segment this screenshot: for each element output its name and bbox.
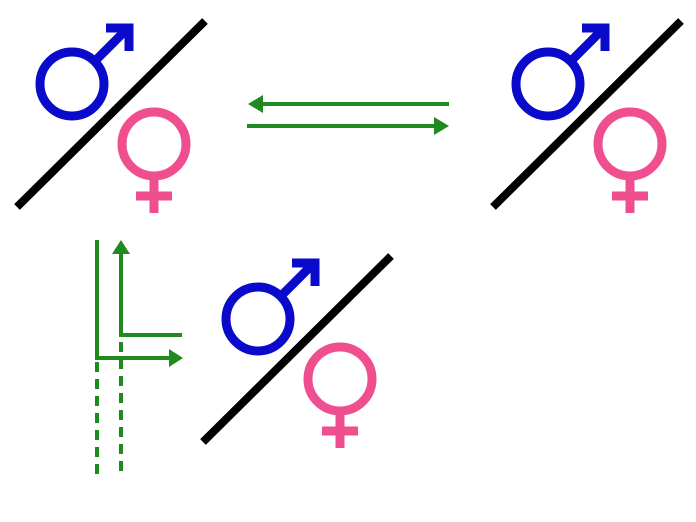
symbol-pair-bottom: [203, 256, 391, 448]
arrow-right-head: [434, 117, 449, 135]
branching-arrows-icon: [95, 240, 183, 474]
inner-branch-head: [112, 240, 130, 254]
arrow-left-head: [248, 95, 263, 113]
symbol-pair-top-left: [17, 21, 205, 213]
symbol-pair-top-right: [493, 21, 681, 213]
outer-branch-line: [95, 240, 169, 360]
equilibrium-arrows-icon: [247, 95, 449, 135]
outer-branch-head: [169, 349, 183, 367]
inner-branch-line: [119, 254, 182, 337]
